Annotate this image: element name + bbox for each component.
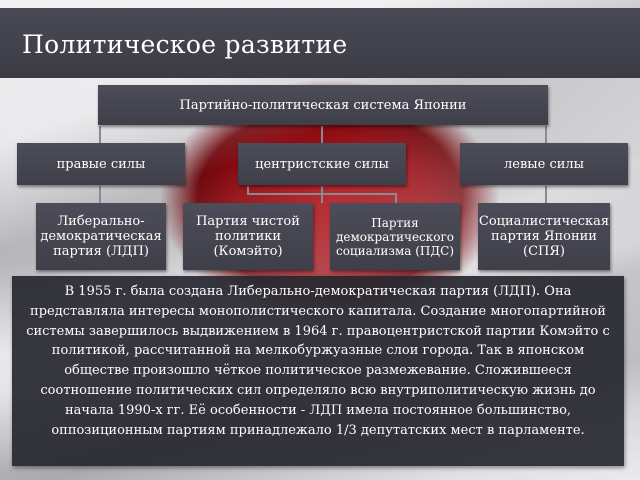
group-label: левые силы: [504, 156, 584, 172]
party-pds: Партия демократического социализма (ПДС): [330, 203, 460, 270]
party-label: Либерально-демократическая партия (ЛДП): [40, 214, 162, 259]
description-text: В 1955 г. была создана Либерально-демокр…: [26, 284, 610, 438]
root-box: Партийно-политическая система Японии: [98, 85, 548, 125]
party-label: Партия чистой политики (Комэйто): [196, 214, 300, 259]
group-left-forces: левые силы: [460, 143, 628, 185]
party-ldp: Либерально-демократическая партия (ЛДП): [36, 203, 166, 270]
group-label: правые силы: [56, 156, 146, 172]
root-label: Партийно-политическая система Японии: [179, 97, 467, 113]
description-panel: В 1955 г. была создана Либерально-демокр…: [12, 276, 624, 466]
slide-title: Политическое развитие: [22, 30, 348, 59]
party-komeito: Партия чистой политики (Комэйто): [183, 203, 313, 270]
party-label: Партия демократического социализма (ПДС): [335, 215, 455, 258]
party-spj: Социалистическая партия Японии (СПЯ): [478, 203, 610, 270]
group-right-forces: правые силы: [17, 143, 185, 185]
group-centrist-forces: центристские силы: [238, 143, 406, 185]
title-bar: Политическое развитие: [0, 8, 640, 78]
group-label: центристские силы: [255, 156, 389, 172]
party-label: Социалистическая партия Японии (СПЯ): [478, 214, 610, 259]
